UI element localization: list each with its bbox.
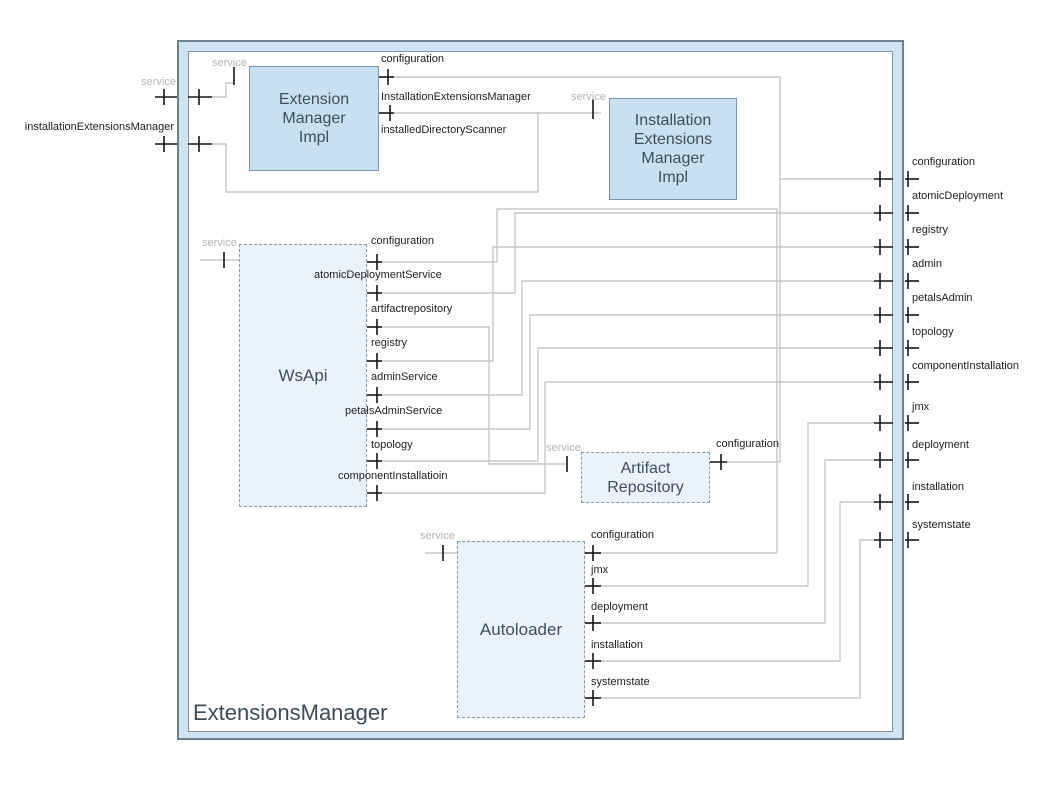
right-port-label-admin: admin	[912, 258, 942, 270]
left-port-label-installationextensionsmanager: installationExtensionsManager	[24, 121, 174, 133]
autoloader-service-label: service	[420, 530, 455, 542]
right-port-label-componentinstallation: componentInstallation	[912, 360, 1020, 372]
autoloader-port-deployment: deployment	[591, 601, 648, 613]
component-name-line: Artifact	[620, 459, 671, 477]
emi-port-installeddirectoryscanner: installedDirectoryScanner	[381, 124, 507, 136]
right-port-label-registry: registry	[912, 224, 949, 236]
wsapi-port-artifactrepository: artifactrepository	[371, 303, 453, 315]
right-port-label-systemstate: systemstate	[912, 519, 971, 531]
emi-port-configuration: configuration	[381, 53, 444, 65]
left-port-label-service: service	[141, 76, 176, 88]
component-name: WsApi	[278, 365, 328, 385]
wsapi-port-configuration: configuration	[371, 235, 434, 247]
autoloader-port-jmx: jmx	[591, 564, 609, 576]
ar-port-configuration: configuration	[716, 438, 779, 450]
component-name-line: Impl	[657, 169, 689, 186]
right-port-label-petalsadmin: petalsAdmin	[912, 292, 973, 304]
autoloader-port-configuration: configuration	[591, 529, 654, 541]
wsapi-port-topology: topology	[371, 439, 413, 451]
right-port-label-configuration: configuration	[912, 156, 975, 168]
right-port-label-jmx: jmx	[912, 401, 930, 413]
wsapi-port-petalsadminservice: petalsAdminService	[345, 405, 443, 417]
right-port-label-atomicdeployment: atomicDeployment	[912, 190, 1004, 202]
component-name-line: Installation	[634, 112, 712, 129]
emi-service-label: service	[212, 57, 247, 69]
right-port-label-installation: installation	[912, 481, 964, 493]
component-autoloader[interactable]: Autoloader	[457, 541, 585, 718]
wsapi-port-registry: registry	[371, 337, 408, 349]
right-port-label-deployment: deployment	[912, 439, 969, 451]
autoloader-port-systemstate: systemstate	[591, 676, 650, 688]
emi-port-installationextensionsmanager: InstallationExtensionsManager	[381, 91, 531, 103]
component-name-line: Extension	[278, 91, 350, 108]
wsapi-service-label: service	[202, 237, 237, 249]
component-name: Autoloader	[479, 619, 563, 639]
component-extension-manager-impl[interactable]: Extension Manager Impl	[249, 66, 379, 171]
component-name-line: Impl	[298, 129, 330, 146]
component-artifact-repository[interactable]: Artifact Repository	[581, 452, 710, 503]
ar-service-label: service	[546, 442, 581, 454]
wsapi-port-adminservice: adminService	[371, 371, 438, 383]
wsapi-port-atomicdeploymentservice: atomicDeploymentService	[314, 269, 442, 281]
component-name-line: Repository	[607, 478, 684, 496]
wsapi-port-componentinstallatioin: componentInstallatioin	[338, 470, 448, 482]
right-port-label-topology: topology	[912, 326, 954, 338]
component-name-line: Manager	[641, 150, 705, 167]
composite-title: ExtensionsManager	[193, 700, 388, 725]
component-wsapi[interactable]: WsApi	[239, 244, 367, 507]
autoloader-port-installation: installation	[591, 639, 643, 651]
iemi-service-label: service	[571, 91, 606, 103]
component-name-line: Manager	[282, 110, 346, 127]
component-name-line: Extensions	[633, 131, 713, 148]
component-installation-extensions-manager-impl[interactable]: Installation Extensions Manager Impl	[609, 98, 737, 200]
